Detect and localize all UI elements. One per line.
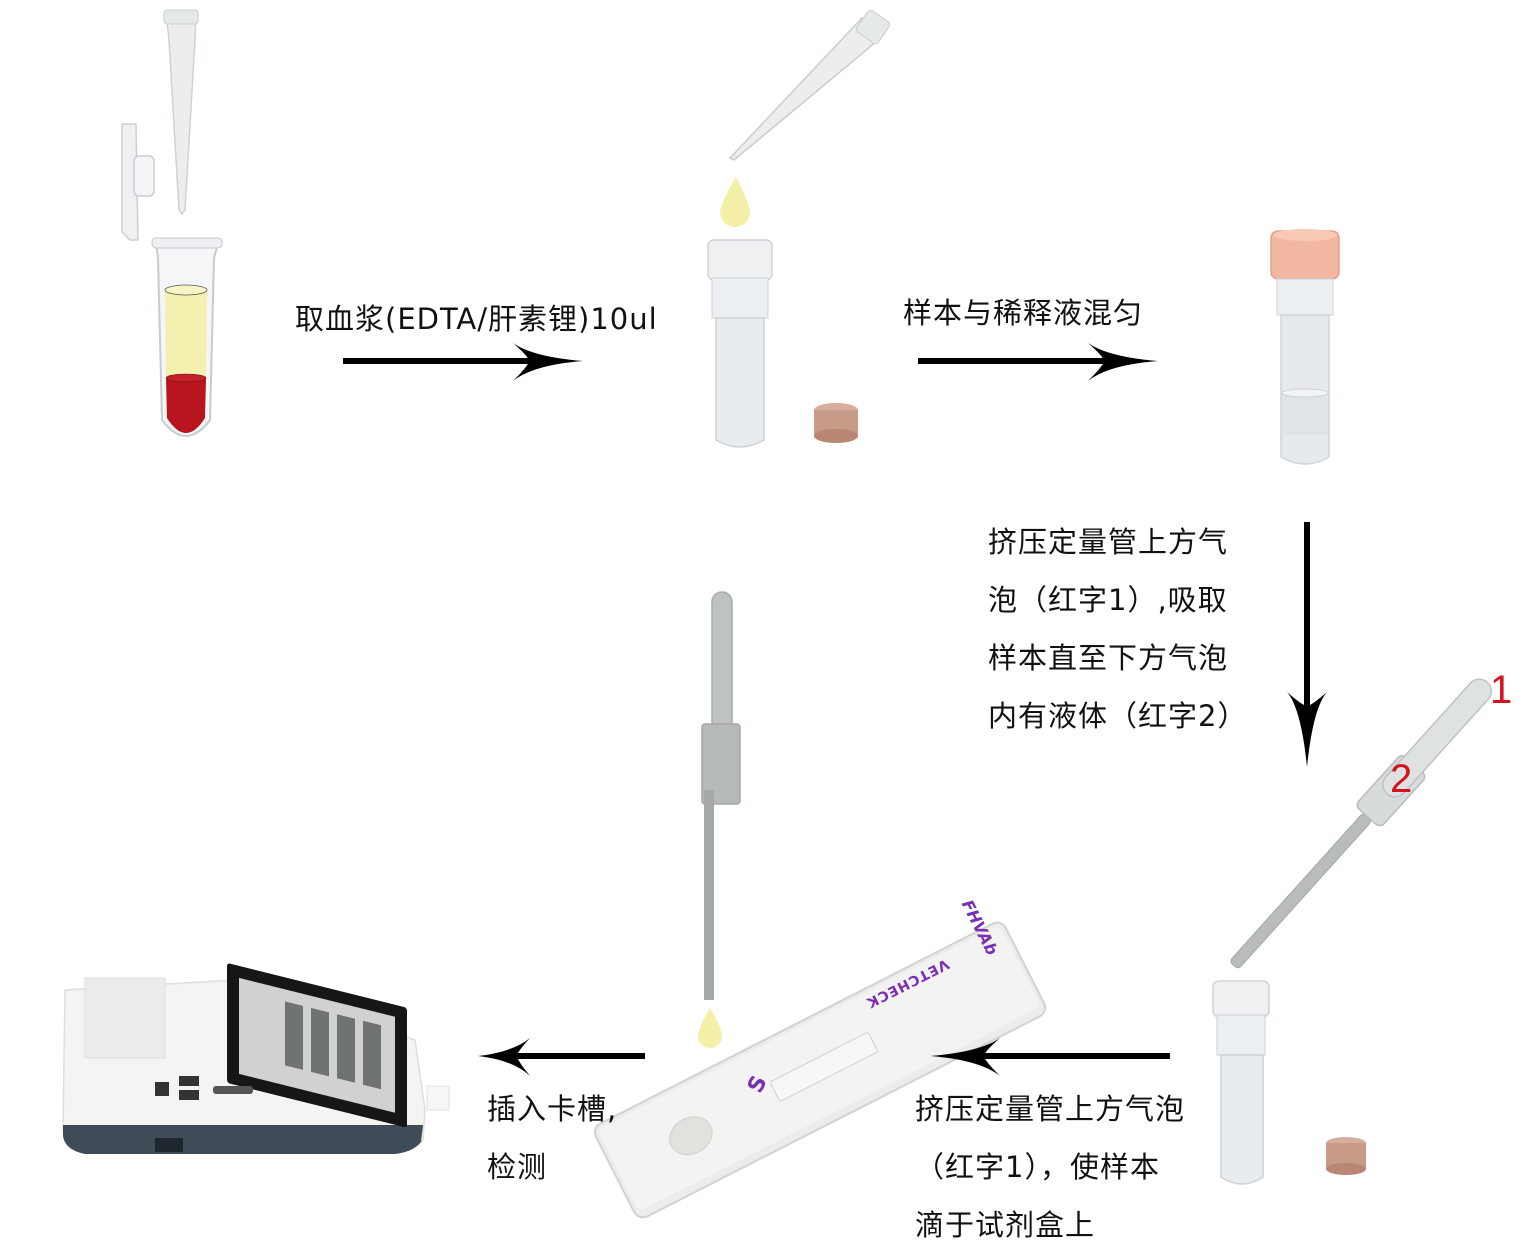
marker-2: 2 — [1390, 757, 1413, 801]
step3-line: 内有液体（红字2） — [988, 699, 1248, 733]
diluent-tube-illustration — [707, 9, 891, 448]
plasma-drop-icon — [698, 1008, 722, 1048]
step4-line: （红字1），使样本 — [915, 1150, 1160, 1184]
step4-line: 挤压定量管上方气泡 — [915, 1092, 1186, 1126]
pipette-tip-icon — [163, 9, 199, 216]
arrow-right-icon — [918, 343, 1158, 381]
pipette-tip-icon — [728, 9, 891, 161]
test-cassette-illustration — [593, 921, 1047, 1219]
step5-line: 插入卡槽, — [487, 1092, 618, 1126]
result-window — [770, 1032, 878, 1102]
arrow-left-icon — [930, 1038, 1170, 1076]
step2-label: 样本与稀释液混匀 — [903, 296, 1144, 330]
arrow-right-icon — [343, 343, 583, 381]
step3-text: 挤压定量管上方气 泡（红字1）,吸取 样本直至下方气泡 内有液体（红字2） — [988, 513, 1247, 745]
marker-1: 1 — [1490, 668, 1513, 712]
vertical-pipette-illustration — [698, 591, 741, 1048]
diluent-tube-open-illustration — [1212, 980, 1366, 1185]
step3-line: 样本直至下方气泡 — [988, 641, 1229, 675]
arrow-down-icon — [1287, 522, 1327, 767]
sample-well — [669, 1116, 713, 1156]
analyzer-device-illustration — [62, 963, 450, 1154]
step5-text: 插入卡槽, 检测 — [487, 1080, 617, 1196]
step1-label: 取血浆(EDTA/肝素锂)10ul — [295, 302, 658, 336]
step3-line: 挤压定量管上方气 — [988, 525, 1229, 559]
step3-line: 泡（红字1）,吸取 — [988, 583, 1228, 617]
step5-line: 检测 — [487, 1150, 548, 1184]
arrow-left-icon — [478, 1038, 645, 1076]
quantitative-pipette-illustration — [1230, 678, 1492, 969]
blood-tube-illustration — [121, 9, 223, 437]
step4-line: 滴于试剂盒上 — [915, 1208, 1096, 1242]
mixed-sample-tube-illustration — [1270, 229, 1340, 465]
plasma-drop-icon — [720, 176, 750, 227]
step4-text: 挤压定量管上方气泡 （红字1），使样本 滴于试剂盒上 — [915, 1080, 1185, 1254]
